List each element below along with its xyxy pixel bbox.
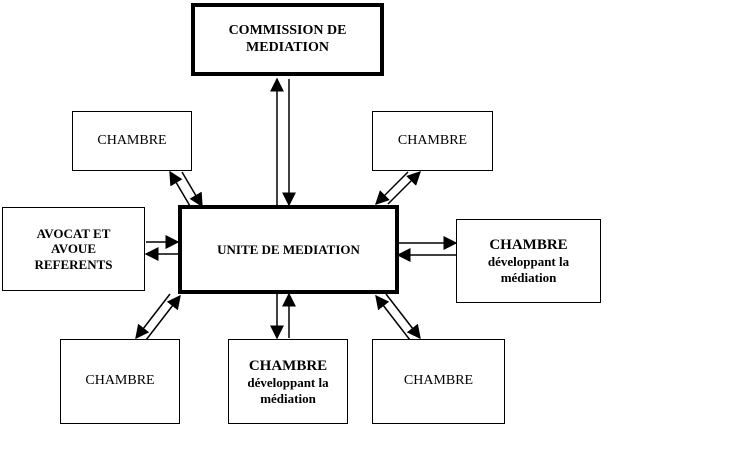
arrow-unite-to-chambre-top-left [169,170,191,207]
arrow-unite-to-chambre-top-right [387,171,421,205]
avocat-avoue-referents-box: AVOCAT ET AVOUE REFERENTS [2,207,145,291]
arrow-chambre-bottom-left-to-unite [145,294,181,341]
arrow-chambre-top-right-to-unite [375,171,409,205]
commission-title-line1: COMMISSION DE [228,22,347,38]
chambre-top-right-box: CHAMBRE [372,111,493,171]
arrow-chambre-bottom-right-to-unite [375,294,411,341]
chambre-bottom-center-line1: CHAMBRE [248,357,328,374]
chambre-right-developpant-box: CHAMBRE développant la médiation [456,219,601,303]
chambre-right-line2: développant la [487,254,570,270]
chambre-bottom-center-developpant-box: CHAMBRE développant la médiation [228,339,348,424]
chambre-bottom-center-line3: médiation [260,390,316,406]
avocat-line2: AVOUE [50,241,96,257]
arrow-chambre-top-left-to-unite [181,171,203,208]
chambre-bottom-left-box: CHAMBRE [60,339,180,424]
chambre-bottom-right-label: CHAMBRE [403,373,474,389]
chambre-bottom-center-line2: développant la [247,374,329,390]
chambre-right-line3: médiation [500,270,557,285]
chambre-right-line1: CHAMBRE [489,237,568,254]
commission-de-mediation-box: COMMISSION DE MEDIATION [191,3,384,76]
chambre-top-left-label: CHAMBRE [97,132,167,148]
chambre-top-left-box: CHAMBRE [72,111,192,171]
chambre-bottom-right-box: CHAMBRE [372,339,505,424]
chambre-top-right-label: CHAMBRE [397,132,468,148]
chambre-bottom-left-label: CHAMBRE [85,373,155,389]
avocat-line1: AVOCAT ET [36,225,111,241]
avocat-line3: REFERENTS [34,256,113,272]
commission-title-line2: MEDIATION [246,39,329,55]
arrow-unite-to-chambre-bottom-left [135,293,171,340]
unite-label: UNITE DE MEDIATION [217,241,360,257]
unite-de-mediation-box: UNITE DE MEDIATION [178,205,399,294]
arrow-unite-to-chambre-bottom-right [385,293,421,340]
